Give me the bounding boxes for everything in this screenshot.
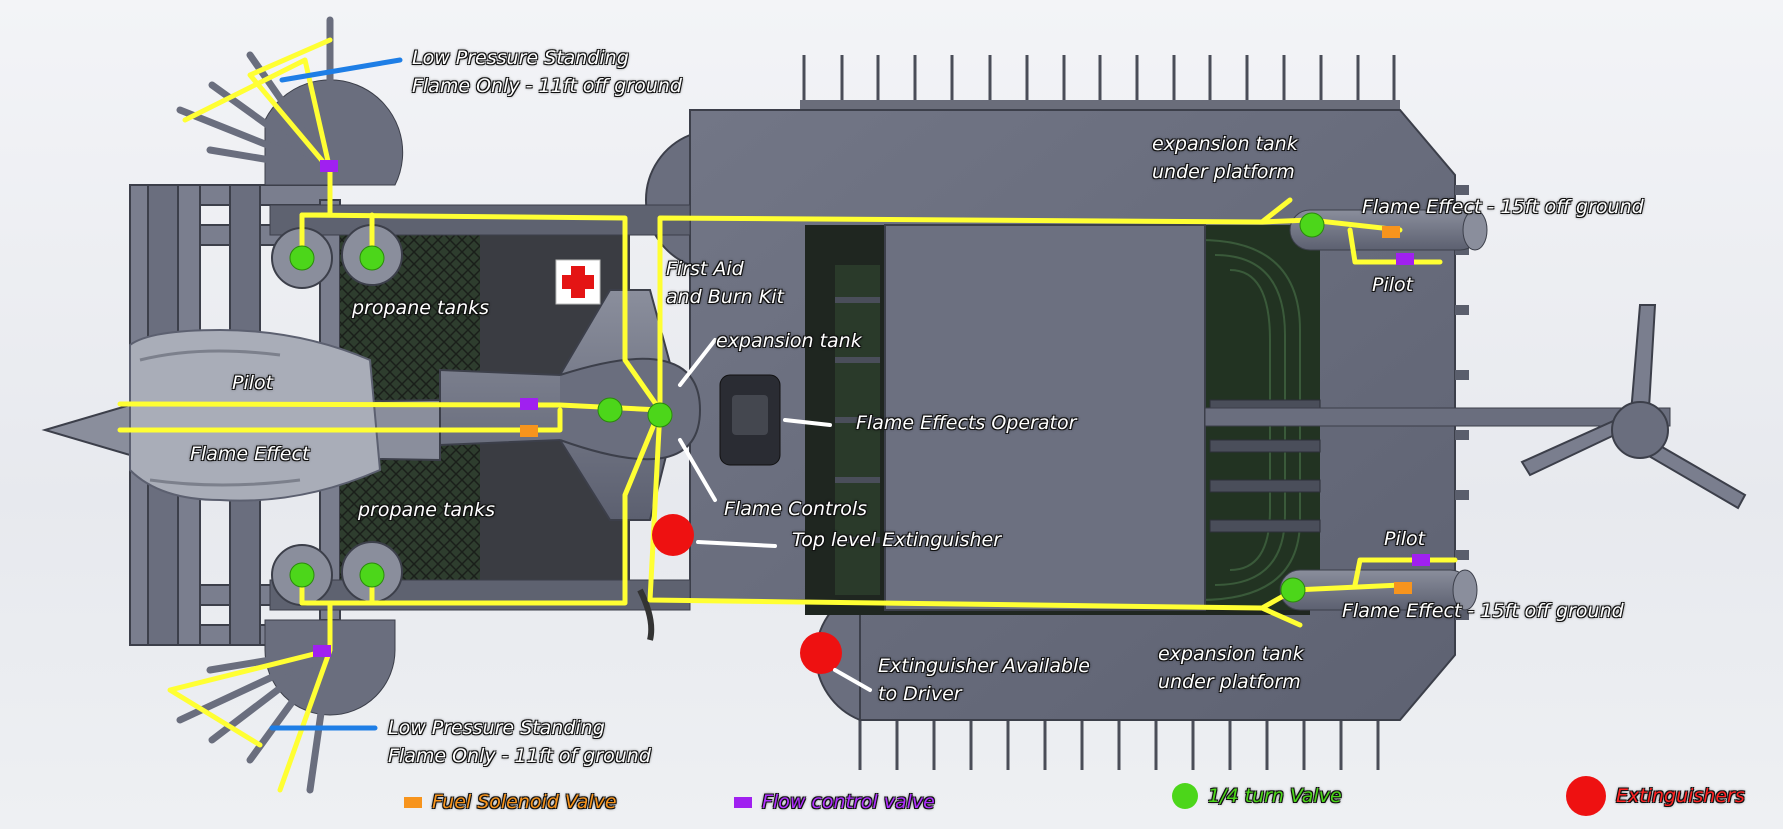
label-top-level-extinguisher: Top level Extinguisher [792,529,1002,551]
legend-label: 1/4 turn Valve [1208,785,1342,807]
label-propane-tanks-top: propane tanks [352,297,490,319]
legend-extinguishers: Extinguishers [1566,776,1745,816]
rear-deck [644,55,1671,770]
flow-control-valves [313,160,1430,657]
pointer-lines-blue [269,57,403,731]
rear-propeller [1520,304,1747,510]
extinguishers [652,514,842,674]
legend-swatch-solenoid [404,796,422,808]
legend-swatch-extinguisher [1566,776,1606,816]
front-chassis [41,79,781,716]
label-propane-tanks-bottom: propane tanks [358,499,496,521]
label-pilot-front: Pilot [232,372,274,394]
label-flame-effect-front: Flame Effect [190,443,310,465]
fuel-solenoid-valves [520,226,1412,594]
first-aid-kit [555,259,601,305]
label-flame-effects-operator: Flame Effects Operator [856,412,1077,434]
legend-label: Extinguishers [1616,785,1745,807]
label-flame-controls: Flame Controls [724,498,868,520]
label-flame-effect-rear-top: Flame Effect - 15ft off ground [1362,196,1644,218]
legend-fuel-solenoid-valve: Fuel Solenoid Valve [404,791,617,813]
legend-quarter-turn-valve: 1/4 turn Valve [1172,783,1342,809]
legend-flow-control-valve: Flow control valve [734,791,935,813]
legend-swatch-flow-control [734,796,752,808]
legend-swatch-quarter-turn [1172,783,1198,809]
label-flame-effect-rear-bottom: Flame Effect - 15ft off ground [1342,600,1624,622]
pointer-lines [678,338,872,692]
quarter-turn-valves [289,212,1325,603]
label-expansion-tank-center: expansion tank [716,330,862,352]
legend-label: Flow control valve [762,791,935,813]
fuel-lines [117,37,1458,793]
legend-label: Fuel Solenoid Valve [432,791,617,813]
label-pilot-rear-top: Pilot [1372,274,1414,296]
label-pilot-rear-bottom: Pilot [1384,528,1426,550]
